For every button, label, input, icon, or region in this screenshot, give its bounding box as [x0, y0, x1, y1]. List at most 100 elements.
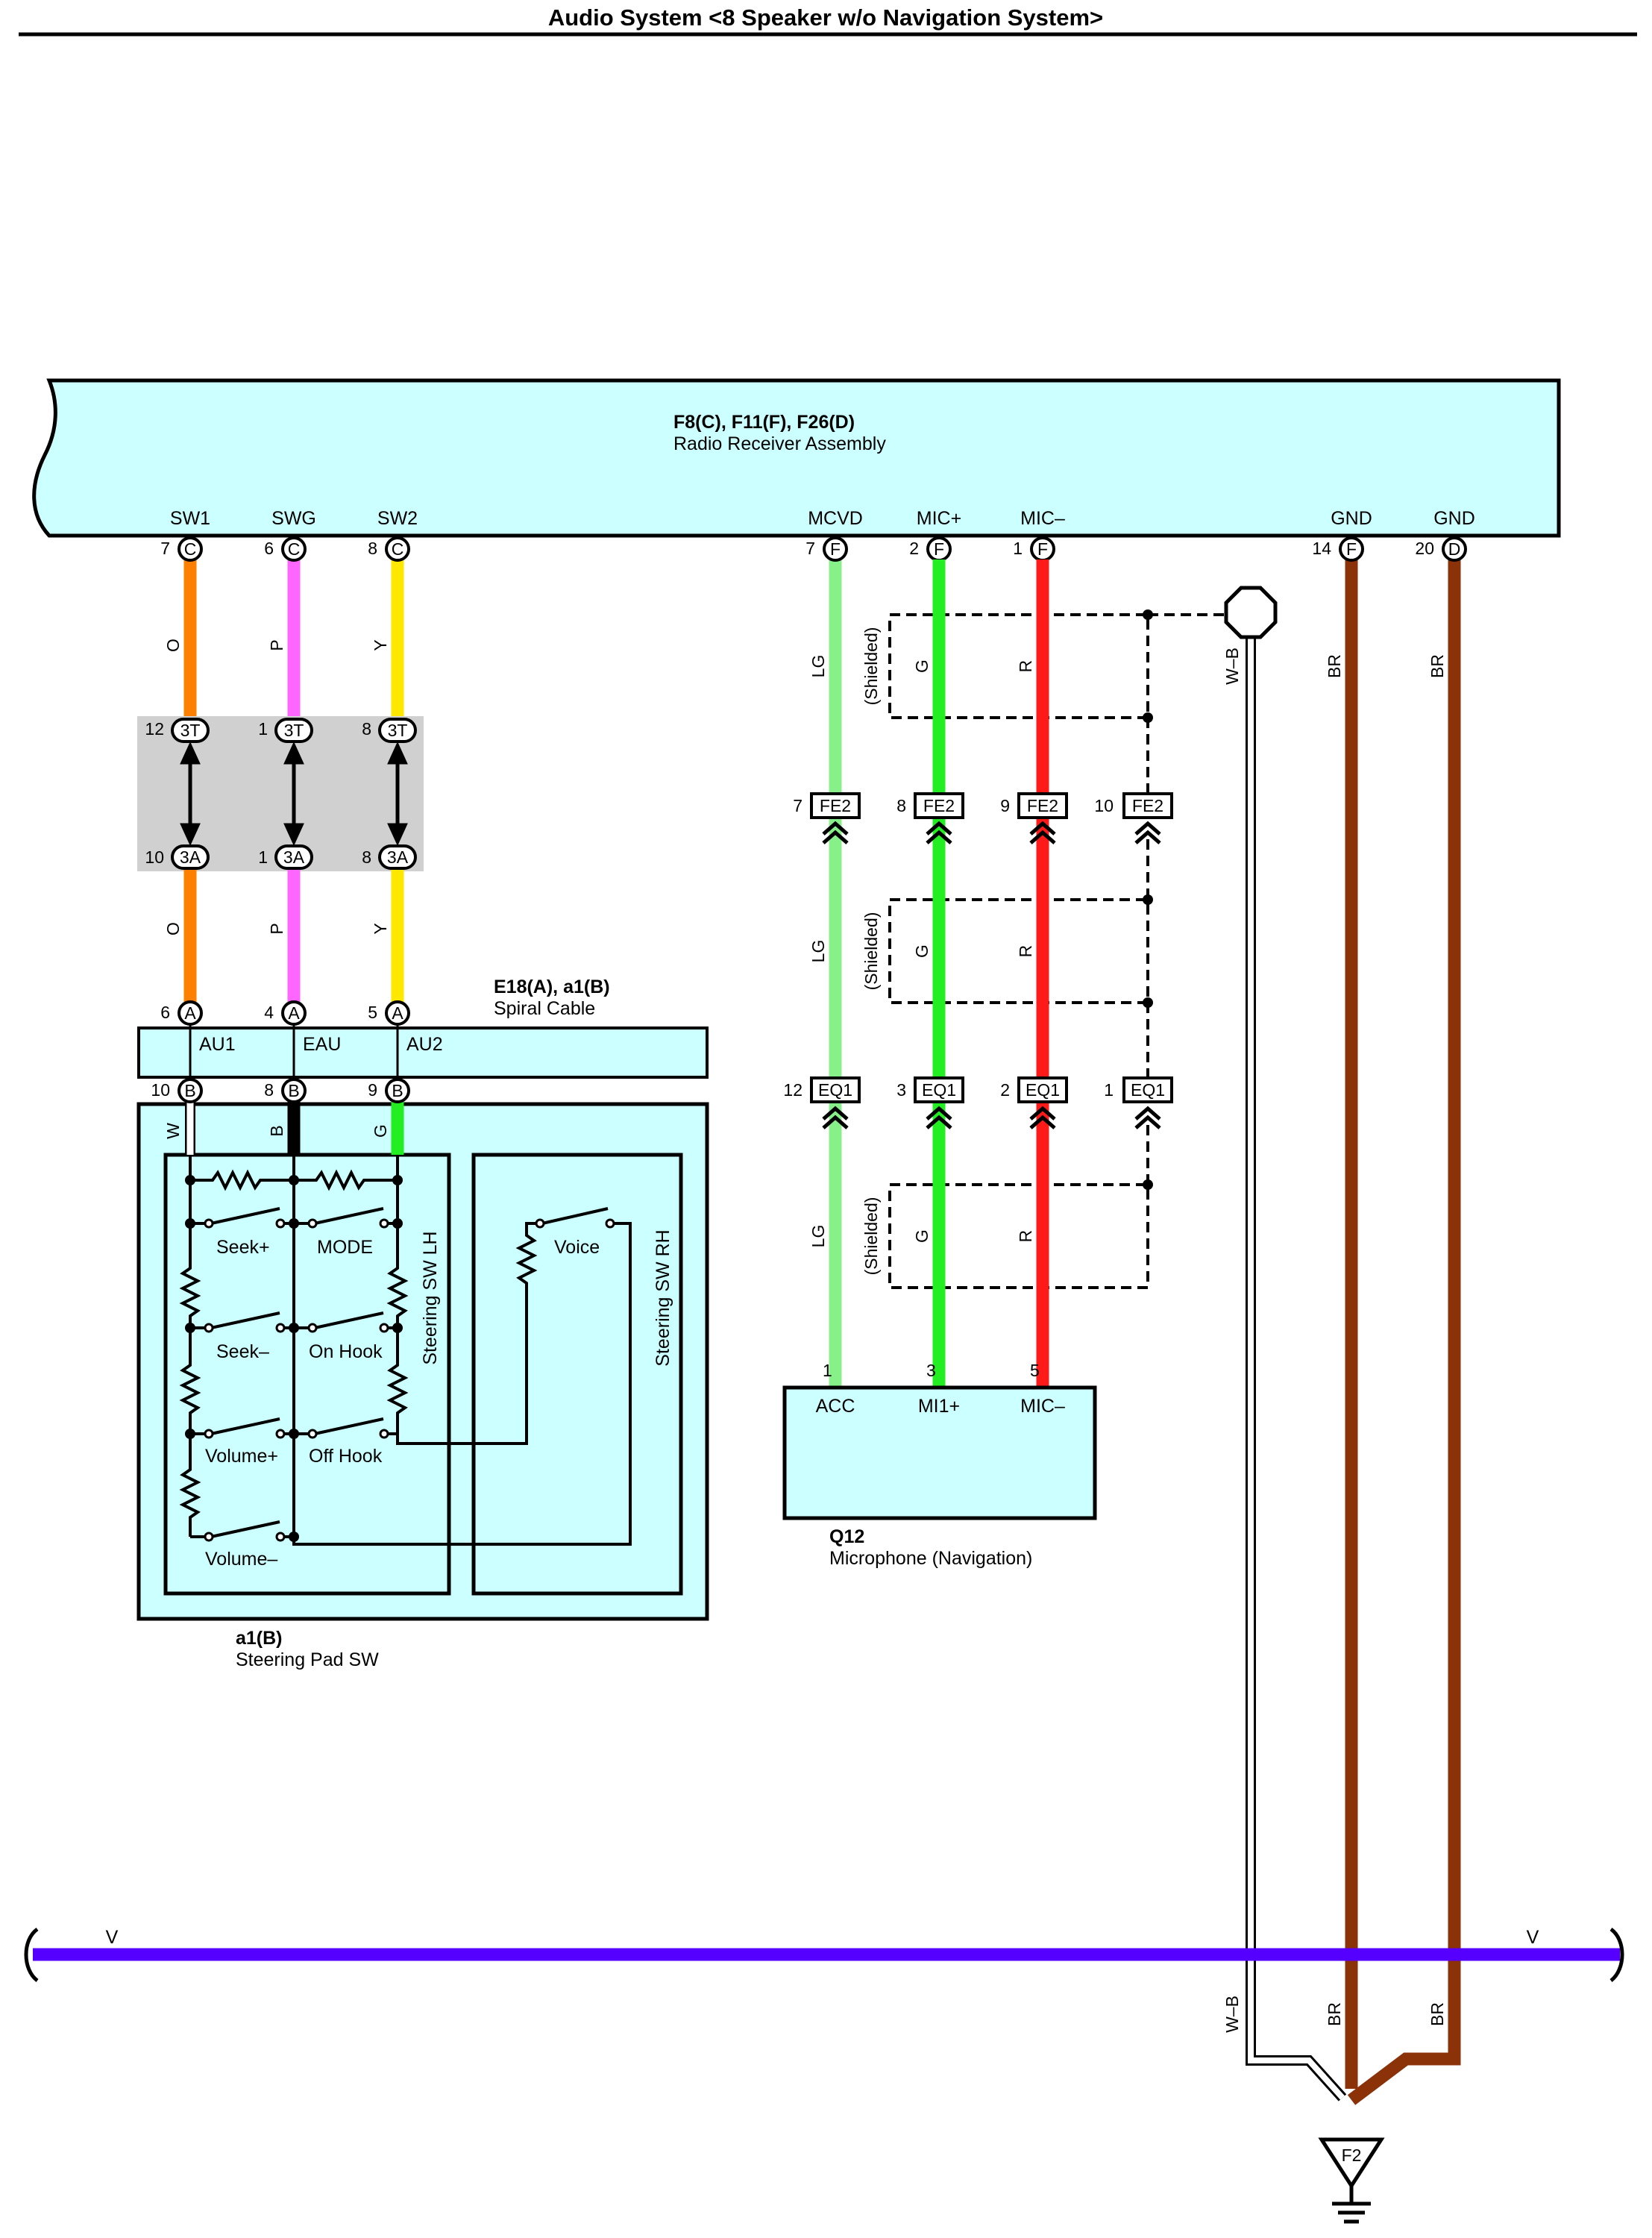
wire-label-wb-lower: W–B: [1222, 1996, 1242, 2033]
shield-label-1: (Shielded): [861, 627, 881, 706]
svg-text:3T: 3T: [388, 721, 408, 740]
radio-pin-mcvd: 7 F: [805, 536, 848, 562]
wire-label-g-2: G: [912, 944, 932, 958]
svg-text:3A: 3A: [387, 847, 409, 867]
spiral-pin-b-1: 10 B: [151, 1078, 203, 1103]
svg-text:9: 9: [368, 1080, 377, 1100]
radio-receiver-name: Radio Receiver Assembly: [673, 433, 886, 454]
switch-label-seek-minus: Seek–: [216, 1341, 269, 1362]
radio-pin-gnd-1: 14 F: [1312, 536, 1364, 562]
junction-3a-swg: 1 3A: [258, 844, 313, 870]
svg-text:2: 2: [909, 539, 919, 558]
svg-text:10: 10: [151, 1080, 170, 1100]
mic-pin-3: 3: [926, 1361, 936, 1380]
svg-text:B: B: [184, 1081, 195, 1100]
shield-ground-octagon: [1224, 586, 1278, 639]
svg-text:F: F: [830, 539, 841, 559]
wire-label-p-lower: P: [267, 923, 286, 934]
spiral-pin-a-3: 5 A: [368, 1000, 410, 1026]
switch-label-volume-minus: Volume–: [205, 1549, 277, 1570]
svg-text:6: 6: [160, 1003, 170, 1022]
junction-3t-sw2: 8 3T: [362, 718, 417, 743]
svg-text:8: 8: [362, 719, 371, 739]
wire-label-br-2-lower: BR: [1428, 2002, 1447, 2026]
svg-text:A: A: [184, 1003, 196, 1023]
steering-sw-rh-box: [471, 1153, 683, 1596]
wire-label-br-1-upper: BR: [1325, 654, 1344, 678]
microphone-name: Microphone (Navigation): [829, 1548, 1032, 1569]
spiral-cable-box: [137, 1026, 709, 1079]
terminal-label-mic-plus: MIC+: [917, 508, 961, 529]
radio-pin-mic-minus: 1 F: [1013, 536, 1055, 562]
eq1-chevrons: [822, 1106, 1161, 1129]
svg-text:20: 20: [1415, 539, 1434, 558]
svg-text:3T: 3T: [180, 721, 201, 740]
spiral-pin-b-2: 8 B: [264, 1078, 307, 1103]
switch-label-seek-plus: Seek+: [216, 1237, 270, 1258]
bus-v-label-left: V: [106, 1927, 119, 1948]
svg-text:3T: 3T: [284, 721, 304, 740]
mic-pin-5: 5: [1030, 1361, 1040, 1380]
bus-v-label-right: V: [1527, 1927, 1539, 1948]
wire-label-g-3: G: [912, 1229, 932, 1243]
steering-sw-lh-label: Steering SW LH: [420, 1231, 441, 1364]
svg-text:10: 10: [145, 847, 164, 867]
svg-text:EQ1: EQ1: [922, 1080, 956, 1100]
junction-arrows: [180, 741, 408, 847]
svg-text:A: A: [392, 1003, 403, 1023]
spiral-pin-b-3: 9 B: [368, 1078, 410, 1103]
svg-text:3A: 3A: [283, 847, 305, 867]
microphone-box: [782, 1385, 1097, 1520]
svg-text:10: 10: [1094, 796, 1114, 815]
wire-label-lg-2: LG: [808, 940, 828, 963]
wire-label-y-lower: Y: [371, 923, 390, 934]
wire-label-p-upper: P: [267, 639, 286, 651]
radio-pin-sw1: 7 C: [160, 536, 203, 562]
junction-3t-sw1: 12 3T: [145, 718, 210, 743]
terminal-label-mcvd: MCVD: [808, 508, 863, 529]
ground-point-label: F2: [1342, 2145, 1362, 2165]
switch-label-mode: MODE: [317, 1237, 373, 1258]
wire-label-wb-upper: W–B: [1222, 648, 1242, 685]
radio-pin-swg: 6 C: [264, 536, 307, 562]
svg-text:D: D: [1448, 539, 1461, 559]
junction-3a-sw2: 8 3A: [362, 844, 417, 870]
junction-3a-sw1: 10 3A: [145, 844, 210, 870]
terminal-label-sw1: SW1: [170, 508, 210, 529]
wire-label-r-2: R: [1016, 945, 1035, 958]
svg-text:FE2: FE2: [923, 796, 955, 815]
svg-text:12: 12: [783, 1080, 803, 1100]
svg-text:C: C: [184, 539, 197, 559]
svg-text:1: 1: [258, 847, 268, 867]
steering-pad-name: Steering Pad SW: [236, 1649, 379, 1670]
svg-text:3A: 3A: [180, 847, 201, 867]
wire-label-lg-1: LG: [808, 655, 828, 678]
svg-text:1: 1: [1104, 1080, 1114, 1100]
shield-label-3: (Shielded): [861, 1197, 881, 1276]
wire-label-b: B: [267, 1125, 286, 1136]
mic-pin-1: 1: [823, 1361, 832, 1380]
fe2-chevrons: [822, 821, 1161, 844]
wire-label-g: G: [371, 1124, 390, 1138]
svg-text:C: C: [288, 539, 301, 559]
terminal-label-swg: SWG: [271, 508, 316, 529]
svg-text:F: F: [1037, 539, 1048, 559]
wire-label-o-upper: O: [163, 639, 183, 652]
svg-text:7: 7: [160, 539, 170, 558]
switch-nodes: [185, 1175, 403, 1542]
svg-text:FE2: FE2: [820, 796, 851, 815]
terminal-label-gnd-1: GND: [1331, 508, 1372, 529]
wire-gnd-2: [1347, 552, 1461, 2105]
spiral-term-au1: AU1: [199, 1034, 236, 1055]
svg-text:F: F: [1346, 539, 1357, 559]
wire-wb-outer: [1246, 634, 1347, 2101]
svg-text:5: 5: [368, 1003, 377, 1022]
svg-text:B: B: [392, 1081, 403, 1100]
wire-label-lg-3: LG: [808, 1225, 828, 1248]
svg-text:F: F: [934, 539, 944, 559]
switch-label-on-hook: On Hook: [309, 1341, 383, 1362]
bus-v-right-break: [1609, 1927, 1624, 1982]
svg-text:8: 8: [362, 847, 371, 867]
spiral-term-eau: EAU: [303, 1034, 341, 1055]
